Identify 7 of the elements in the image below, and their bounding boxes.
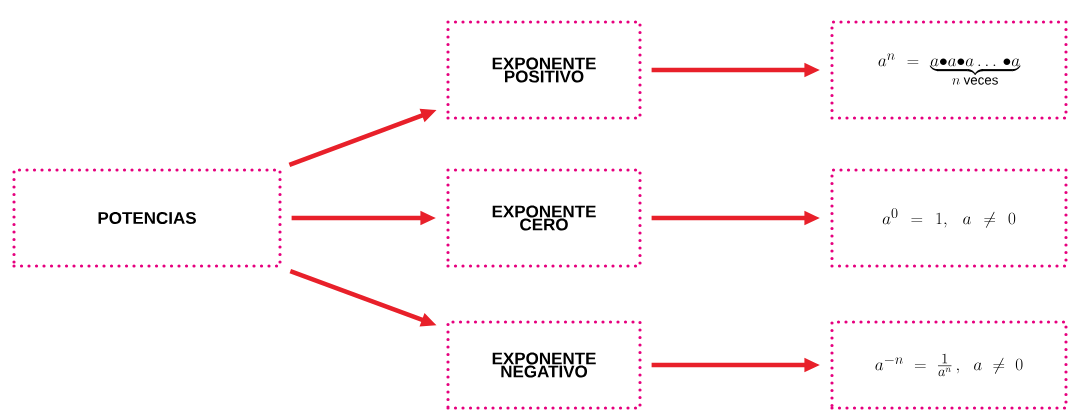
concept-box: EXPONENTE NEGATIVO bbox=[446, 320, 642, 410]
formula-box: $a^{0} = 1,\; a \neq 0$ bbox=[830, 168, 1068, 268]
concept-box: POTENCIAS bbox=[12, 168, 282, 268]
concept-box: EXPONENTE POSITIVO bbox=[446, 20, 642, 120]
formula-box: $a^{-n} = \frac{1}{a^{n}}\,,\; a \neq 0$ bbox=[830, 320, 1068, 410]
concept-box: EXPONENTE CERO bbox=[446, 168, 642, 268]
formula-box: $a^{n} = \underbrace{a{\bullet}a{\bullet}a\ldots\,{\bullet}a}_{n\ \mathrm{veces}}$ bbox=[830, 20, 1068, 120]
